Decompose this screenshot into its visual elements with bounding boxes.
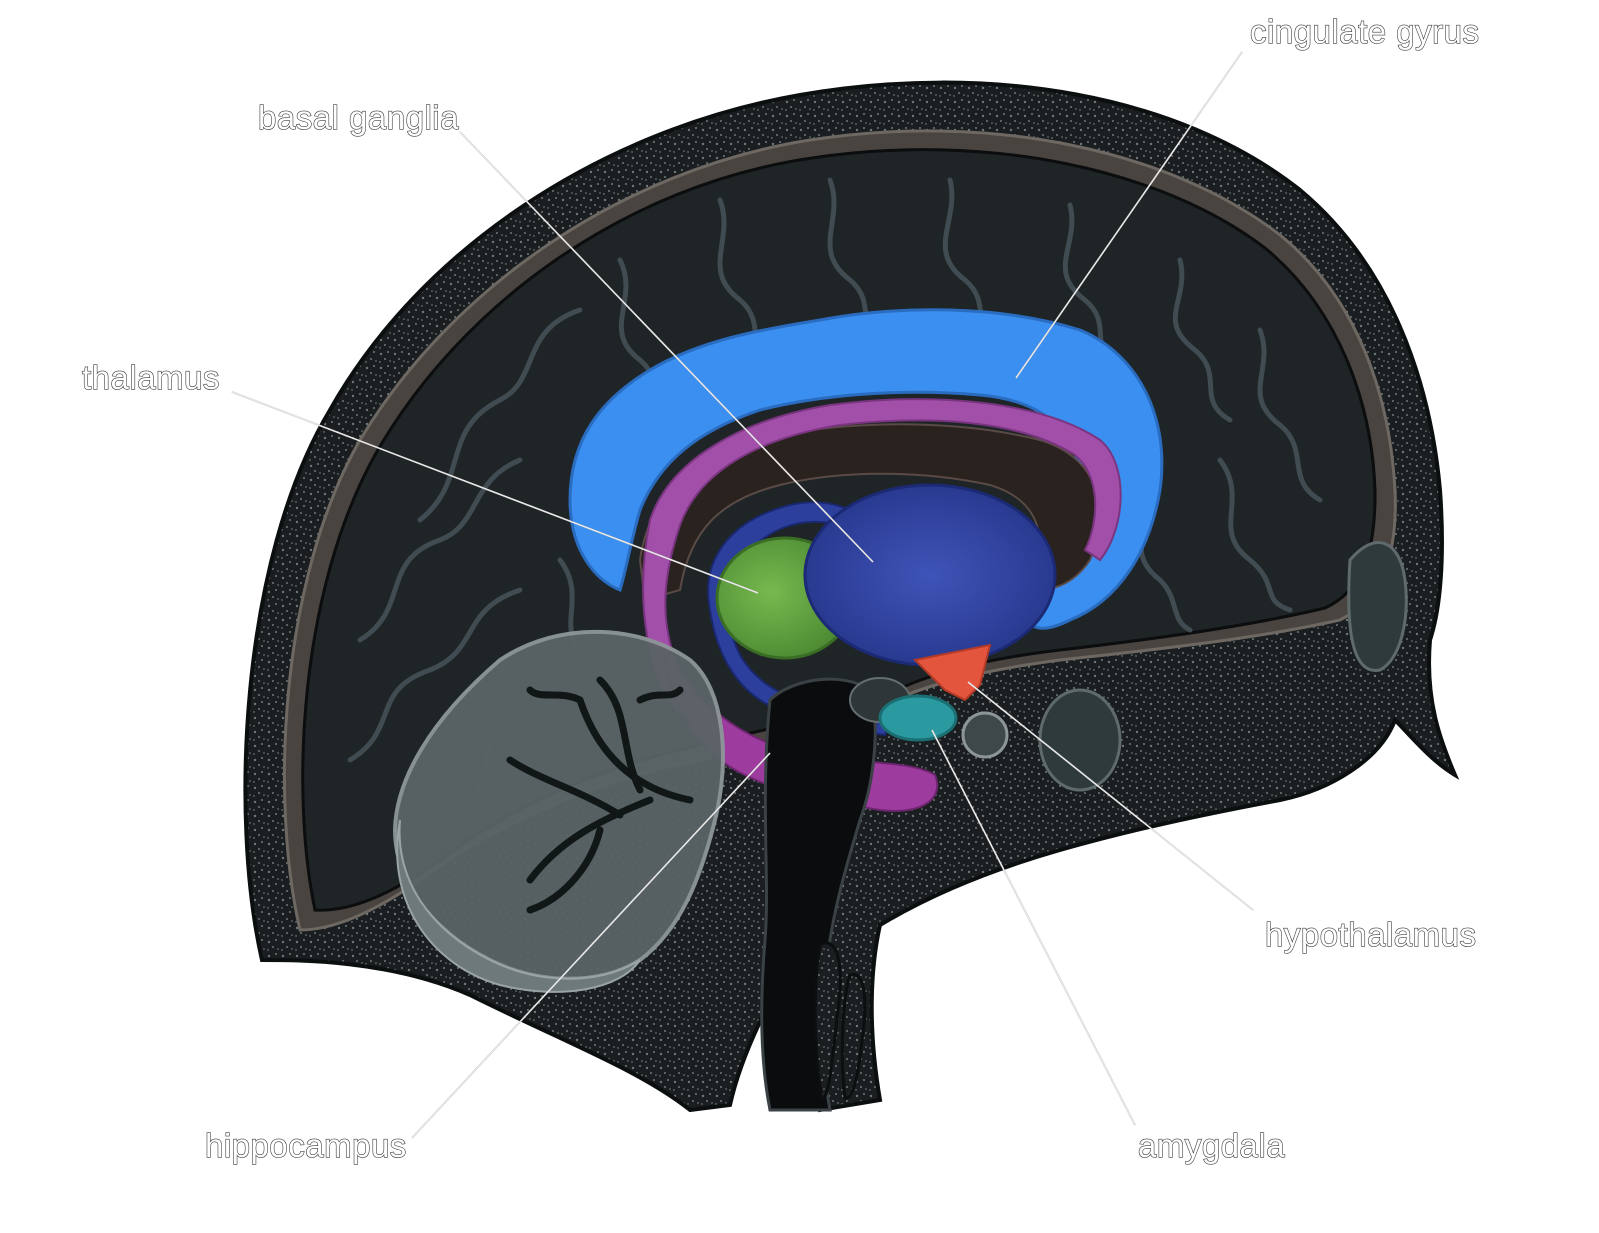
label-hippocampus: hippocampus bbox=[205, 1127, 407, 1164]
label-thalamus: thalamus bbox=[82, 359, 220, 396]
label-cingulate-gyrus: cingulate gyrus bbox=[1250, 13, 1479, 50]
arbor-vitae bbox=[506, 676, 694, 914]
leader-lines bbox=[231, 51, 1254, 1139]
cerebellar-folia bbox=[396, 819, 641, 993]
jaw-fragment-2 bbox=[840, 973, 867, 1100]
hypothalamus bbox=[912, 643, 992, 702]
amygdala bbox=[878, 694, 958, 742]
basal-ganglia bbox=[803, 483, 1057, 667]
pituitary-area bbox=[961, 711, 1009, 759]
nasal-cavity bbox=[1038, 688, 1122, 792]
label-hypothalamus: hypothalamus bbox=[1265, 916, 1476, 953]
label-amygdala: amygdala bbox=[1138, 1127, 1285, 1164]
jaw-fragment bbox=[813, 941, 842, 1103]
label-basal-ganglia: basal ganglia bbox=[258, 99, 459, 136]
frontal-sinus bbox=[1347, 541, 1408, 672]
